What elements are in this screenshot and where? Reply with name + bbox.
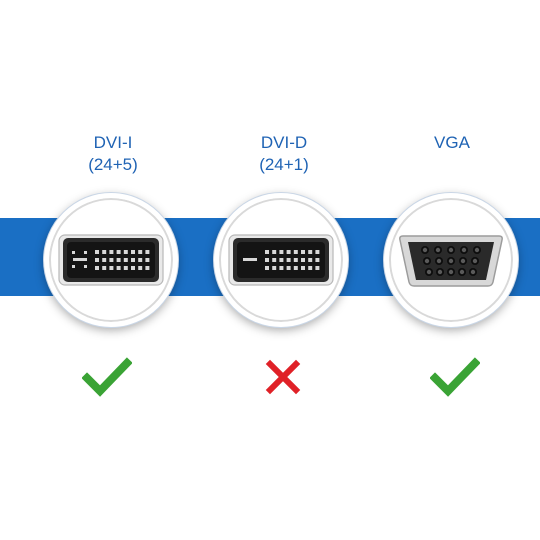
analog-pin <box>72 265 75 268</box>
vga-title: VGA <box>434 133 470 152</box>
pin <box>95 258 99 262</box>
pin <box>109 250 114 254</box>
pin <box>265 266 269 270</box>
pin <box>265 250 269 254</box>
pin <box>308 258 313 262</box>
analog-pin <box>84 265 87 268</box>
blade-pin <box>243 258 257 261</box>
vga-pin <box>435 247 441 253</box>
circle-ring <box>49 198 173 322</box>
pin <box>293 266 298 270</box>
pin <box>109 258 114 262</box>
pin <box>95 266 99 270</box>
pin <box>123 258 128 262</box>
pin <box>145 266 150 270</box>
pin <box>272 258 277 262</box>
pin <box>123 250 128 254</box>
pin <box>301 266 305 270</box>
dvi-d-port-icon <box>228 234 334 286</box>
analog-pin <box>72 251 75 254</box>
pin <box>131 250 135 254</box>
circle-ring <box>389 198 513 322</box>
vga-pin <box>460 258 466 264</box>
vga-pin <box>422 247 428 253</box>
dvi-d-title: DVI-D <box>260 133 308 152</box>
pin <box>286 250 291 254</box>
pin <box>301 250 305 254</box>
pin <box>138 250 143 254</box>
pin <box>138 258 143 262</box>
pin <box>293 258 298 262</box>
blade-pin <box>73 258 87 261</box>
pin <box>272 250 277 254</box>
vga-pin <box>424 258 430 264</box>
pin <box>308 266 313 270</box>
circle-ring <box>219 198 343 322</box>
pin <box>279 250 284 254</box>
vga-pin <box>448 247 454 253</box>
pin <box>301 258 305 262</box>
pin <box>116 250 121 254</box>
vga-port-icon <box>399 235 503 287</box>
dvi-d-label: DVI-D (24+1) <box>224 132 344 176</box>
vga-pin <box>448 258 454 264</box>
dvi-i-label: DVI-I (24+5) <box>53 132 173 176</box>
vga-check-icon <box>430 352 480 402</box>
pin <box>102 266 107 270</box>
dvi-i-connector-circle <box>44 193 178 327</box>
dvi-i-port-icon <box>58 234 164 286</box>
pin <box>116 266 121 270</box>
pin <box>279 258 284 262</box>
pin <box>286 258 291 262</box>
dvi-d-cross-icon <box>258 352 308 402</box>
pin <box>116 258 121 262</box>
dvi-i-check-icon <box>82 352 132 402</box>
vga-pin <box>461 247 467 253</box>
pin <box>123 266 128 270</box>
vga-pin <box>470 269 476 275</box>
dvi-d-pin-spec: (24+1) <box>259 155 309 174</box>
vga-label: VGA <box>392 132 512 154</box>
vga-pin <box>472 258 478 264</box>
pin <box>109 266 114 270</box>
pin <box>293 250 298 254</box>
vga-pin <box>474 247 480 253</box>
vga-pin <box>448 269 454 275</box>
vga-pin <box>436 258 442 264</box>
dvi-i-title: DVI-I <box>93 133 133 152</box>
pin <box>272 266 277 270</box>
analog-pin <box>84 251 87 254</box>
vga-connector-circle <box>384 193 518 327</box>
vga-pin <box>459 269 465 275</box>
pin <box>315 250 320 254</box>
pin <box>265 258 269 262</box>
pin <box>95 250 99 254</box>
pin <box>138 266 143 270</box>
pin <box>102 250 107 254</box>
dvi-i-pin-spec: (24+5) <box>88 155 138 174</box>
dvi-d-connector-circle <box>214 193 348 327</box>
pin <box>286 266 291 270</box>
vga-pin <box>426 269 432 275</box>
pin <box>131 258 135 262</box>
pin <box>315 266 320 270</box>
pin <box>279 266 284 270</box>
pin <box>102 258 107 262</box>
pin <box>308 250 313 254</box>
pin <box>145 250 150 254</box>
pin <box>145 258 150 262</box>
pin <box>315 258 320 262</box>
pin <box>131 266 135 270</box>
vga-pin <box>437 269 443 275</box>
